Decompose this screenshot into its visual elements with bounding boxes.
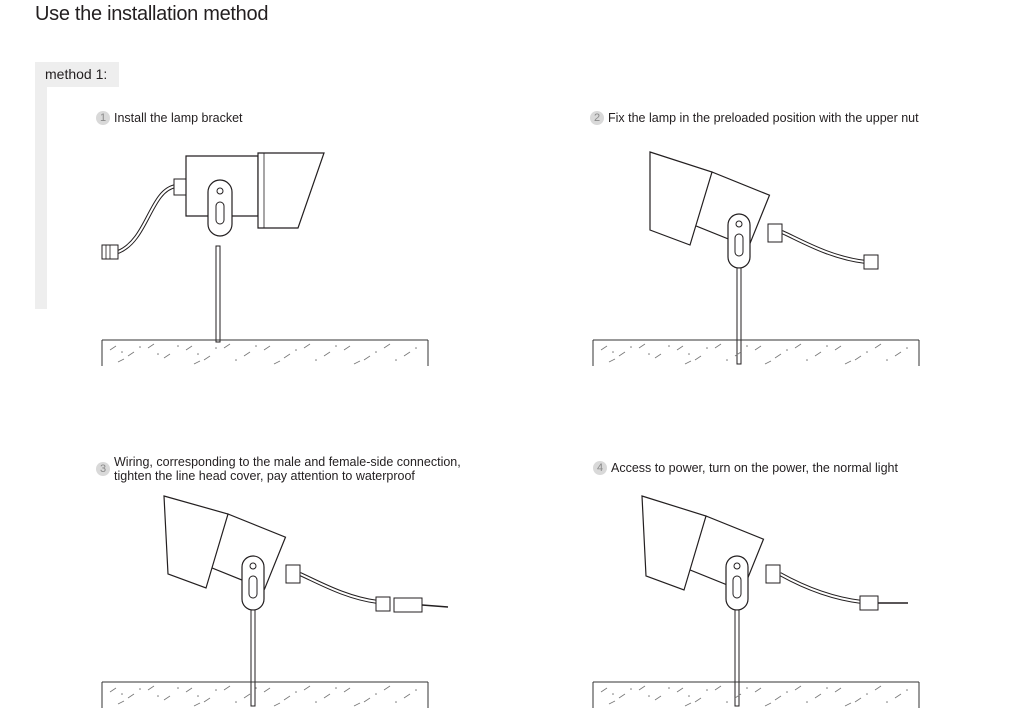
step-4-caption: 4 Access to power, turn on the power, th… — [593, 461, 898, 475]
page-title: Use the installation method — [35, 3, 269, 25]
step-2-number: 2 — [590, 111, 604, 125]
step-1-number: 1 — [96, 111, 110, 125]
step-4-illustration — [592, 495, 920, 709]
step-2-illustration — [592, 151, 920, 367]
step-2-caption: 2 Fix the lamp in the preloaded position… — [590, 111, 919, 125]
step-1-illustration — [101, 152, 429, 367]
step-1-caption: 1 Install the lamp bracket — [96, 111, 243, 125]
step-3-number: 3 — [96, 462, 110, 476]
step-4-number: 4 — [593, 461, 607, 475]
method-side-bar — [35, 87, 47, 309]
method-label: method 1: — [35, 62, 119, 87]
step-3-caption: 3 Wiring, corresponding to the male and … — [96, 455, 461, 483]
step-3-text: Wiring, corresponding to the male and fe… — [114, 455, 461, 483]
step-3-illustration — [101, 495, 449, 709]
step-1-text: Install the lamp bracket — [114, 111, 243, 125]
step-2-text: Fix the lamp in the preloaded position w… — [608, 111, 919, 125]
step-4-text: Access to power, turn on the power, the … — [611, 461, 898, 475]
